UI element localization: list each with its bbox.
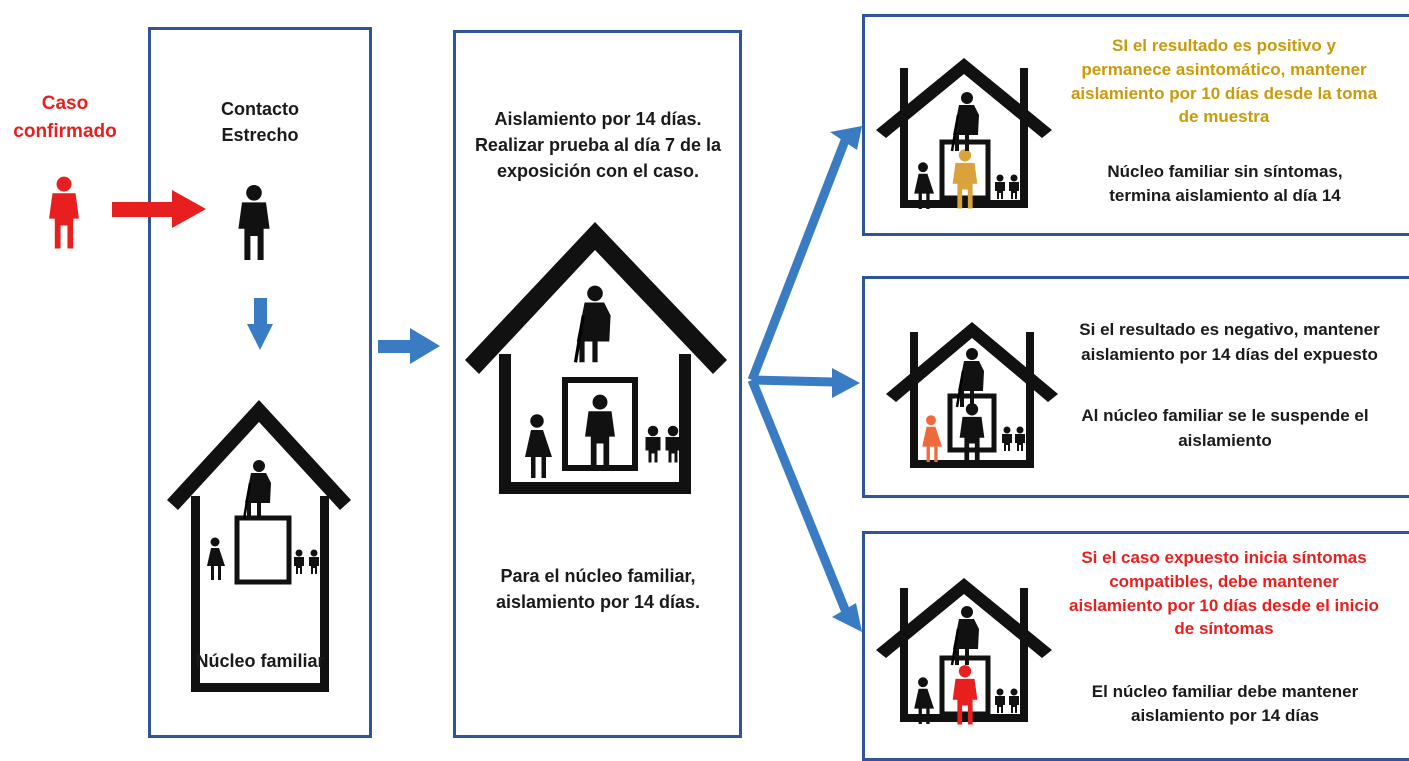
house-family-icon xyxy=(876,58,1052,209)
person-red-icon xyxy=(49,176,79,249)
house-family-icon xyxy=(465,222,727,494)
symptoms-condition: Si el caso expuesto inicia síntomas comp… xyxy=(1069,548,1379,639)
house-family-icon xyxy=(167,400,351,692)
contact-title: Contacto Estrecho xyxy=(221,99,299,146)
positive-family-note: Núcleo familiar sin síntomas, termina ai… xyxy=(1107,162,1343,205)
isolation-family-note: Para el núcleo familiar, aislamiento por… xyxy=(495,566,701,613)
confirmed-case-label: Caso confirmado xyxy=(13,93,117,142)
negative-family-note: Al núcleo familiar se le suspende el ais… xyxy=(1081,406,1369,450)
negative-condition: Si el resultado es negativo, mantener ai… xyxy=(1079,320,1380,364)
right-arrow-icon xyxy=(378,328,440,364)
outcome-box-positive xyxy=(862,14,1409,236)
red-arrow-icon xyxy=(112,190,206,228)
contact-box xyxy=(148,27,372,738)
house-family-icon xyxy=(876,578,1052,725)
family-caption: Núcleo familiar xyxy=(195,651,325,671)
isolation-instruction: Aislamiento por 14 días. Realizar prueba… xyxy=(474,109,722,182)
person-black-icon xyxy=(238,185,270,260)
branch-arrowheads xyxy=(830,126,862,632)
positive-condition: SI el resultado es positivo y permanece … xyxy=(1070,36,1378,127)
down-arrow-icon xyxy=(247,298,273,350)
branch-arrows xyxy=(747,136,851,614)
outcome-box-negative xyxy=(862,276,1409,498)
house-family-icon xyxy=(886,322,1058,468)
isolation-box xyxy=(453,30,742,738)
symptoms-family-note: El núcleo familiar debe mantener aislami… xyxy=(1091,682,1359,725)
